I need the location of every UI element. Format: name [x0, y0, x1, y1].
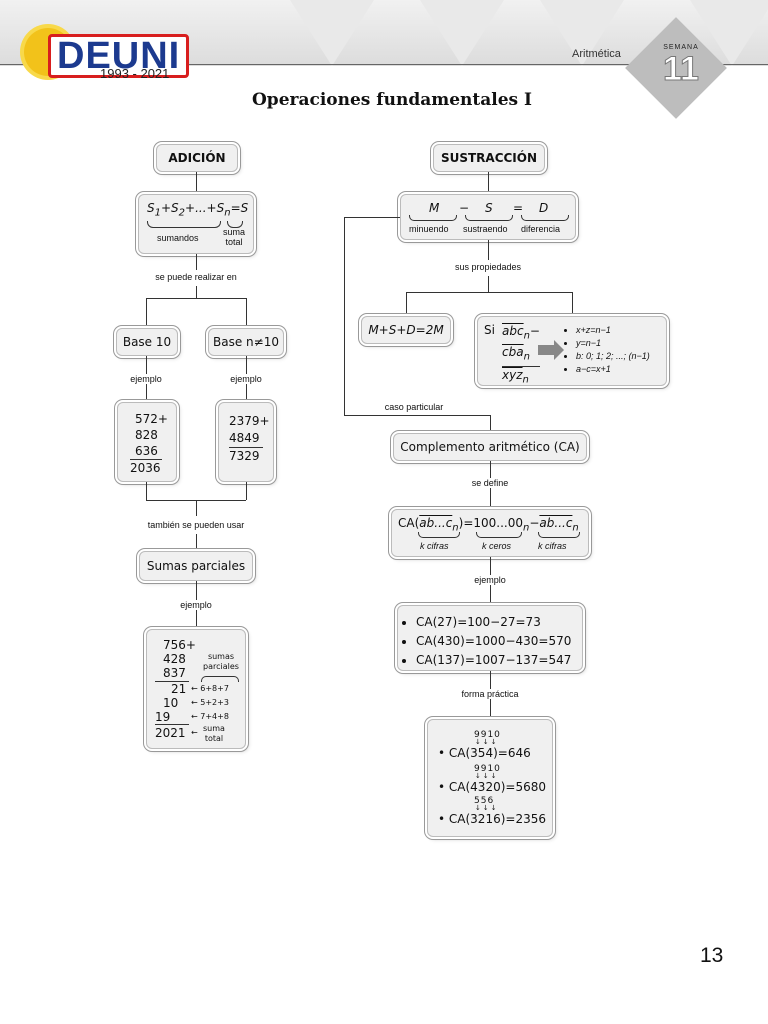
ejemplo-label-2: ejemplo [220, 374, 272, 384]
property-1: M+S+D=2M [368, 323, 444, 337]
sumas-parciales-label: Sumas parciales [146, 559, 246, 573]
adicion-title-box: ADICIÓN [156, 144, 238, 172]
fp-eq: CA(3216)=2356 [448, 812, 546, 826]
adicion-formula-box: S1+S2+...+Sn=S sumandos suma total [138, 194, 254, 254]
forma-practica-label: forma práctica [450, 689, 530, 699]
page-title: Operaciones fundamentales I [252, 90, 532, 110]
forma-practica-box: 9910 ↓↓↓ • CA(354)=646 9910 ↓↓↓ • CA(432… [427, 719, 553, 837]
logo-text: DEUNI [48, 34, 190, 78]
base10-box: Base 10 [116, 328, 178, 356]
sumandos-label: sumandos [157, 233, 199, 243]
ex10-row: 572+ [135, 412, 168, 426]
ejemplo-label-1: ejemplo [120, 374, 172, 384]
ca-example: CA(430)=1000−430=570 [416, 632, 582, 650]
fp-top: 9910 [474, 764, 501, 774]
sustraccion-title: SUSTRACCIÓN [440, 151, 538, 165]
diferencia-label: diferencia [521, 224, 561, 234]
ex10-row: 636 [135, 444, 158, 458]
parc-row: 837 [163, 666, 186, 680]
sumas-parciales-note: sumas parciales [203, 652, 239, 671]
page-number: 13 [700, 944, 724, 967]
subtrahend-symbol: S [485, 201, 493, 215]
k-cifras-label: k cifras [420, 541, 449, 551]
difference-symbol: D [539, 201, 549, 215]
adicion-link2: también se pueden usar [147, 520, 245, 530]
ca-definition-box: CA(ab...cn)=100...00n−ab...cn k cifras k… [391, 509, 589, 557]
ca-example: CA(27)=100−27=73 [416, 613, 582, 631]
property-item: b: 0; 1; 2; ...; (n−1) [576, 350, 650, 362]
sustraccion-title-box: SUSTRACCIÓN [433, 144, 545, 172]
base-n-example: 2379+ 4849 7329 [218, 402, 274, 482]
ex10-row: 2036 [130, 459, 162, 475]
adicion-title: ADICIÓN [168, 151, 226, 165]
minuend-symbol: M [429, 201, 440, 215]
si-label: Si [484, 323, 495, 337]
exn-row: 7329 [229, 447, 263, 465]
base-n-box: Base n≠10 [208, 328, 284, 356]
deuni-logo: DEUNI [22, 14, 232, 86]
adicion-formula: S1+S2+...+Sn=S [147, 201, 249, 219]
property-item: x+z=n−1 [576, 324, 650, 336]
ejemplo-label-3: ejemplo [170, 600, 222, 610]
fp-eq: CA(4320)=5680 [448, 780, 546, 794]
fp-top: 9910 [474, 730, 501, 740]
ca-title-box: Complemento aritmético (CA) [393, 433, 587, 461]
property-item: y=n−1 [576, 337, 650, 349]
week-number: 11 [663, 50, 700, 88]
sustraendo-label: sustraendo [463, 224, 508, 234]
sustraccion-formula-box: M − S = D minuendo sustraendo diferencia [400, 194, 576, 240]
exn-row: 2379+ [229, 414, 270, 428]
header-banner [0, 0, 768, 66]
property-2-box: Si abcn− cban xyzn x+z=n−1 y=n−1 b: 0; 1… [477, 316, 667, 386]
ejemplo-label-4: ejemplo [462, 575, 518, 585]
k-cifras-label-2: k cifras [538, 541, 567, 551]
parc-suma: suma [203, 724, 225, 733]
suma-label: suma [223, 227, 246, 237]
parc-row: 428 [163, 652, 186, 666]
base-n-label: Base n≠10 [213, 335, 279, 349]
logo-years: 1993 - 2021 [100, 66, 170, 81]
sumas-parciales-box: Sumas parciales [139, 551, 253, 581]
ca-title: Complemento aritmético (CA) [400, 440, 580, 454]
se-define-label: se define [450, 478, 530, 488]
ca-example: CA(137)=1007−137=547 [416, 651, 582, 669]
property-item: a−c=x+1 [576, 363, 650, 375]
fp-top: 556 [474, 796, 495, 806]
subject-label: Aritmética [572, 48, 621, 60]
header-line [0, 64, 768, 65]
parc-row: 21 [171, 682, 187, 696]
parc-s2: 5+2+3 [200, 698, 229, 707]
ex10-row: 828 [135, 428, 158, 442]
parc-row: 19 [155, 710, 171, 724]
parc-s3: 7+4+8 [200, 712, 229, 721]
k-ceros-label: k ceros [482, 541, 512, 551]
parc-row: 10 [163, 696, 179, 710]
fp-eq: CA(354)=646 [448, 746, 531, 760]
sus-propiedades-label: sus propiedades [454, 262, 522, 272]
base10-label: Base 10 [122, 335, 172, 349]
adicion-link1: se puede realizar en [155, 272, 237, 282]
parc-row: 756+ [163, 638, 196, 652]
week-label: SEMANA [663, 44, 699, 51]
week-badge-content: SEMANA 11 [652, 44, 710, 98]
ca-definition: CA(ab...cn)=100...00n−ab...cn [398, 516, 579, 534]
total-label: total [225, 237, 243, 247]
ca-examples-box: CA(27)=100−27=73 CA(430)=1000−430=570 CA… [397, 605, 583, 671]
parc-total: total [204, 734, 224, 743]
base10-example: 572+ 828 636 2036 [117, 402, 177, 482]
property-1-box: M+S+D=2M [361, 316, 451, 344]
caso-particular-label: caso particular [384, 402, 444, 412]
parc-s1: 6+8+7 [200, 684, 229, 693]
sumas-parciales-example: 756+ 428 837 21 10 19 2021 sumas parcial… [146, 629, 246, 749]
exn-row: 4849 [229, 431, 260, 445]
parc-row: 2021 [155, 726, 186, 740]
minuendo-label: minuendo [409, 224, 449, 234]
arrow-right-icon [538, 345, 554, 355]
